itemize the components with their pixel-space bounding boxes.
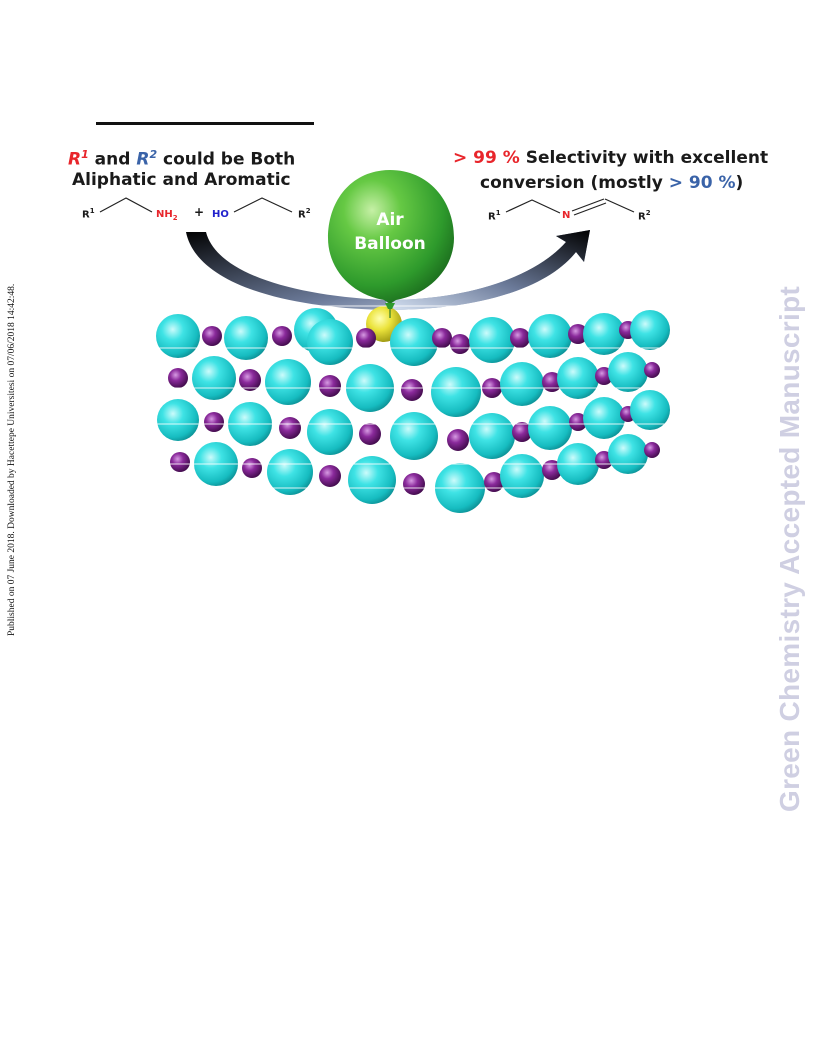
amine-sub: 2 [172, 214, 178, 222]
product-r2: R [638, 211, 646, 223]
reactant-r1-label: R1 [82, 207, 95, 220]
right-caption-line1: > 99 % Selectivity with excellent [453, 147, 768, 169]
amine-label: NH2 [156, 209, 178, 222]
right-caption-gt90: > 90 % [668, 173, 736, 193]
left-caption-r1: R [68, 149, 82, 170]
reactant-r2-sup: 2 [305, 207, 311, 215]
imine-n-label: N [562, 210, 571, 221]
left-caption-rest: could be Both [157, 149, 296, 170]
product-r1-label: R1 [488, 209, 501, 222]
air-balloon [328, 170, 454, 318]
hydroxyl-label: HO [212, 209, 229, 220]
scan-lines [150, 305, 680, 489]
reactant-r1: R [82, 209, 90, 221]
product-r1: R [488, 211, 496, 223]
right-caption-line2a: conversion (mostly [480, 173, 669, 193]
balloon-label-line2: Balloon [354, 234, 426, 254]
left-caption-r2-sup: 2 [149, 148, 158, 161]
right-caption-line2b: ) [735, 173, 744, 193]
product-skeleton [505, 198, 635, 216]
arrow-head-right [386, 230, 590, 310]
left-caption-line1: R1 and R2 could be Both [68, 143, 295, 172]
right-caption-gt99: > 99 % [453, 148, 520, 168]
left-caption-and: and [88, 149, 137, 170]
reactant-r2-label: R2 [298, 207, 311, 220]
left-caption-r1-sup: 1 [81, 148, 89, 161]
reactant-r1-sup: 1 [89, 207, 95, 215]
product-r1-sup: 1 [495, 209, 501, 217]
right-caption-line2: conversion (mostly > 90 %) [480, 172, 743, 194]
product-r2-label: R2 [638, 209, 651, 222]
plus-sign: + [194, 205, 205, 219]
header-rule [96, 122, 314, 125]
balloon-label-line1: Air [376, 210, 404, 230]
reactant-skeleton [99, 197, 293, 213]
right-caption-rest: Selectivity with excellent [519, 148, 769, 168]
amine-nh: NH [156, 209, 173, 220]
left-caption-line2: Aliphatic and Aromatic [72, 170, 291, 190]
left-caption-r2: R [136, 149, 150, 170]
catalyst-lattice [156, 306, 670, 513]
reactant-r2: R [298, 209, 306, 221]
product-r2-sup: 2 [645, 209, 651, 217]
